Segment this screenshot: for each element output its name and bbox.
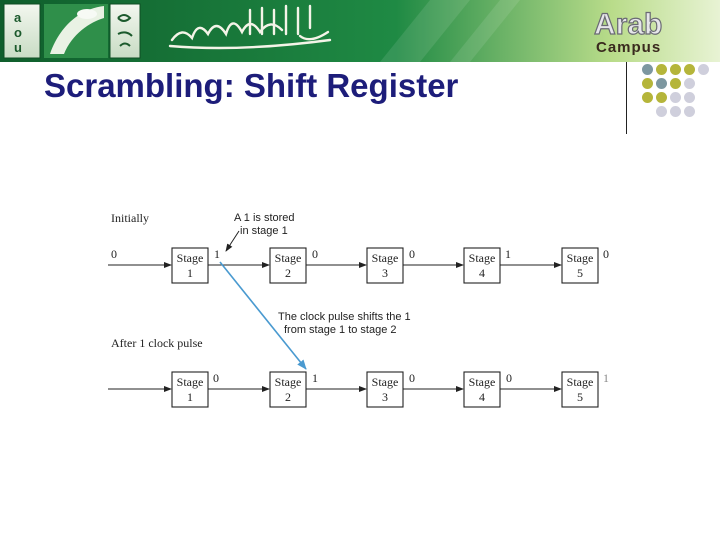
- row2-stage-4-number: 4: [479, 390, 485, 404]
- row2-stage-5-label: Stage: [567, 375, 594, 389]
- row2-stage-3-label: Stage: [372, 375, 399, 389]
- row1-stage-4-number: 4: [479, 266, 485, 280]
- row2-stage-2-number: 2: [285, 390, 291, 404]
- row2-stage-5-number: 5: [577, 390, 583, 404]
- row2-stage-3-number: 3: [382, 390, 388, 404]
- aou-logo-icon: a o u: [3, 3, 141, 59]
- annotation-stored-line2: in stage 1: [240, 225, 288, 237]
- brand-word-campus: Campus: [596, 39, 661, 56]
- dot-1-1: [642, 64, 653, 75]
- row2-stage-4: Stage 4: [463, 371, 501, 408]
- row2-stage-2-label: Stage: [275, 375, 302, 389]
- logo-letter-u: u: [14, 40, 22, 55]
- dot-1-5: [698, 64, 709, 75]
- dot-1-4: [684, 64, 695, 75]
- row1-stage-3-number: 3: [382, 266, 388, 280]
- row2-stage-1-label: Stage: [177, 375, 204, 389]
- row2-output-5: 1: [603, 371, 609, 385]
- row1-output-5: 0: [603, 247, 609, 261]
- dot-1-2: [656, 64, 667, 75]
- row1-stage-2: Stage 2: [269, 247, 307, 284]
- row1-stage-1-label: Stage: [177, 251, 204, 265]
- annotation-stored-arrow: [225, 230, 240, 252]
- row2-output-4: 0: [506, 371, 512, 385]
- annotation-clock-line1: The clock pulse shifts the 1: [278, 311, 411, 323]
- dot-2-3: [670, 78, 681, 89]
- row2-stage-1-number: 1: [187, 390, 193, 404]
- row2-stage-3: Stage 3: [366, 371, 404, 408]
- row1-output-4: 1: [505, 247, 511, 261]
- row2-stage-5: Stage 5: [561, 371, 599, 408]
- dot-2-4: [684, 78, 695, 89]
- row1-stage-4: Stage 4: [463, 247, 501, 284]
- annotation-clock-line2: from stage 1 to stage 2: [284, 324, 397, 336]
- row1-stage-4-label: Stage: [469, 251, 496, 265]
- row1-stage-3: Stage 3: [366, 247, 404, 284]
- dot-4-3: [684, 106, 695, 117]
- dot-3-2: [656, 92, 667, 103]
- row1-output-2: 0: [312, 247, 318, 261]
- row2-output-3: 0: [409, 371, 415, 385]
- row1-stage-1: Stage 1: [171, 247, 209, 284]
- title-divider: [626, 62, 627, 134]
- row1-output-1: 1: [214, 247, 220, 261]
- logo-letter-a: a: [14, 10, 22, 25]
- dot-2-2: [656, 78, 667, 89]
- row2-stage-1: Stage 1: [171, 371, 209, 408]
- shift-arrow: [219, 261, 307, 370]
- arab-campus-logo-icon: Arab Campus: [593, 7, 663, 56]
- slide-title: Scrambling: Shift Register: [44, 67, 459, 104]
- row1-stage-5-number: 5: [577, 266, 583, 280]
- row2-output-2: 1: [312, 371, 318, 385]
- row2-stage-2: Stage 2: [269, 371, 307, 408]
- brand-word-arab: Arab: [594, 8, 662, 41]
- row1-caption: Initially: [111, 211, 149, 225]
- row1-stage-1-number: 1: [187, 266, 193, 280]
- dot-4-1: [656, 106, 667, 117]
- logo-letter-o: o: [14, 25, 22, 40]
- row1-output-3: 0: [409, 247, 415, 261]
- row2-caption: After 1 clock pulse: [111, 336, 203, 350]
- row2-output-1: 0: [213, 371, 219, 385]
- row1-input-bit: 0: [111, 247, 117, 261]
- dot-1-3: [670, 64, 681, 75]
- header-banner: a o u Arab Campus: [0, 0, 720, 62]
- row1-stage-2-label: Stage: [275, 251, 302, 265]
- dot-3-4: [684, 92, 695, 103]
- annotation-stored-line1: A 1 is stored: [234, 212, 295, 224]
- arabic-calligraphy-icon: [168, 4, 332, 50]
- row1-stage-3-label: Stage: [372, 251, 399, 265]
- row1-stage-2-number: 2: [285, 266, 291, 280]
- dot-3-3: [670, 92, 681, 103]
- row2-stage-4-label: Stage: [469, 375, 496, 389]
- dot-3-1: [642, 92, 653, 103]
- row1-stage-5: Stage 5: [561, 247, 599, 284]
- dot-2-1: [642, 78, 653, 89]
- row1-stage-5-label: Stage: [567, 251, 594, 265]
- dot-4-2: [670, 106, 681, 117]
